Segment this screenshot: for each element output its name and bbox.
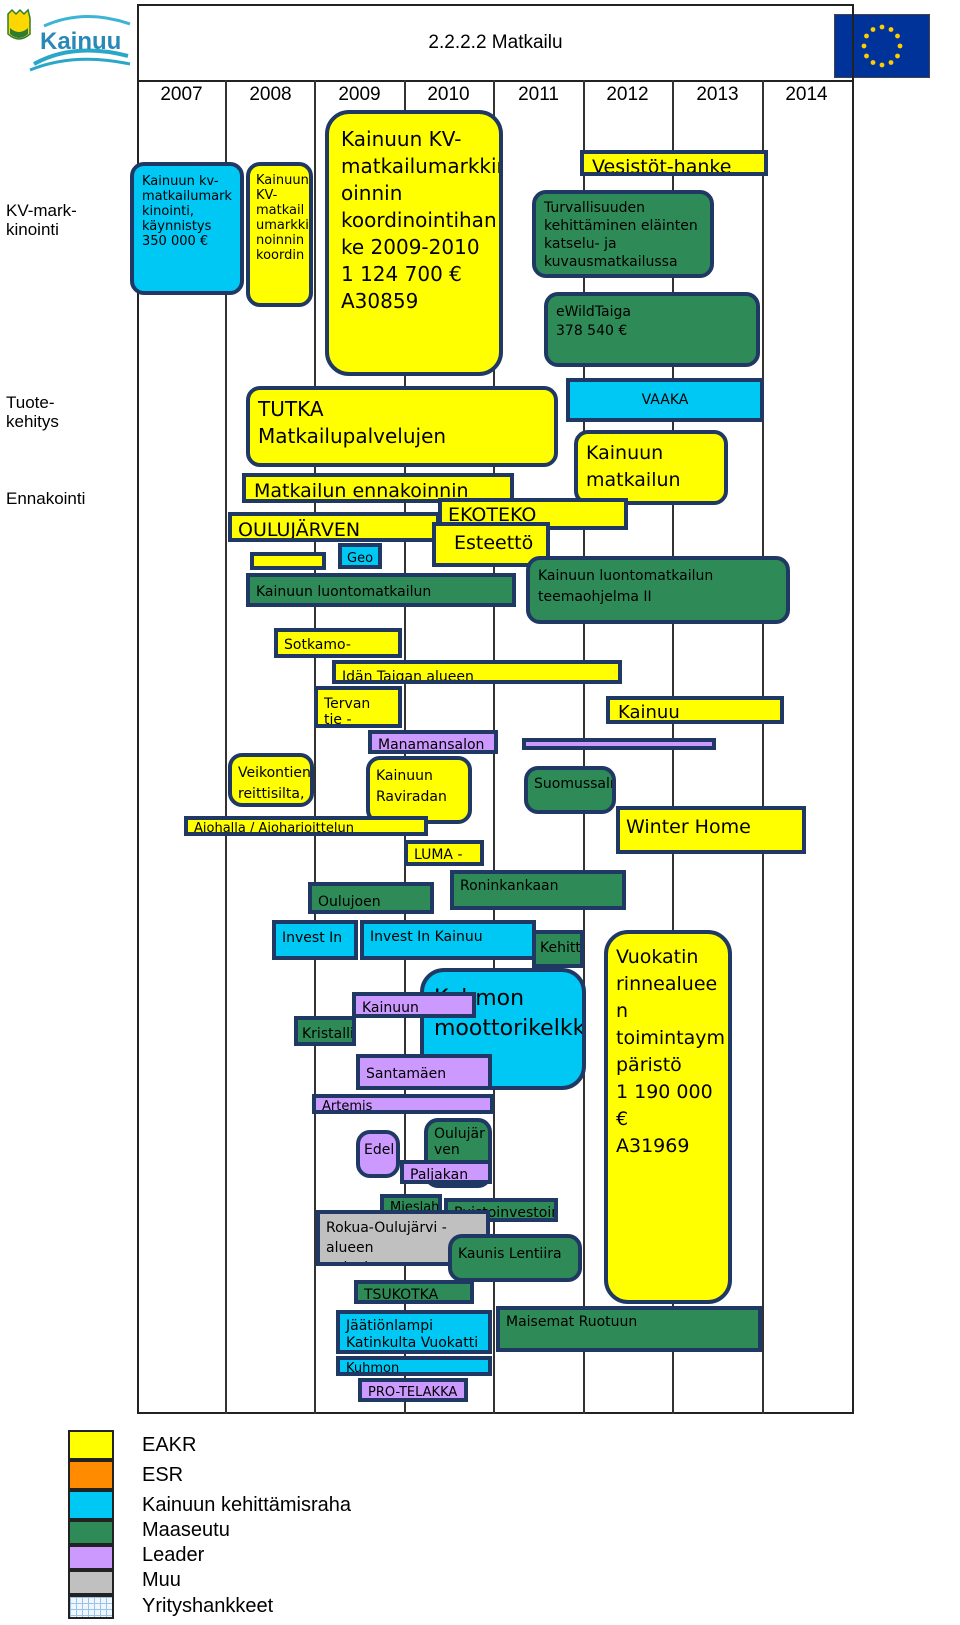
project-bar: Kainuun Raviradan — [366, 756, 472, 824]
page-title: 2.2.2.2 Matkailu — [428, 32, 563, 53]
row-label-ennakointi: Ennakointi — [6, 489, 86, 508]
project-bar: Santamäen — [356, 1054, 492, 1090]
project-bar: Ajohalla / Ajoharjoittelun — [184, 816, 428, 836]
project-bar: Kehitt — [532, 930, 584, 968]
project-bar: eWildTaiga 378 540 € — [544, 292, 760, 367]
project-bar: Sotkamo-Vuokatti — [274, 628, 402, 658]
project-bar: Roninkankaan — [450, 870, 626, 910]
project-bar: VAAKA — [566, 378, 764, 422]
project-bar: Vesistöt-hanke — [580, 150, 768, 176]
project-bar: Kainuu — [606, 696, 784, 724]
project-bar: Kristalli — [294, 1016, 356, 1046]
project-bar: Kainuun kv- matkailumark kinointi, käynn… — [130, 162, 244, 295]
legend-swatch-yrityshankkeet — [68, 1595, 114, 1619]
project-bar: TUTKA Matkailupalvelujen — [246, 386, 558, 467]
legend-label: Maaseutu — [142, 1519, 230, 1541]
legend-swatch-maaseutu — [68, 1520, 114, 1545]
project-bar: Kainuun matkailun — [574, 430, 728, 505]
timeline-frame — [137, 4, 854, 1414]
legend-swatch-eakr — [68, 1430, 114, 1460]
year-label: 2009 — [338, 84, 381, 105]
legend-swatch-kehittamisraha — [68, 1490, 114, 1520]
project-bar: Winter Home — [616, 806, 806, 854]
project-bar: Paljakan — [400, 1160, 492, 1184]
project-bar: Invest In Kainuu — [360, 920, 536, 960]
project-bar: Suomussalm — [524, 766, 616, 814]
project-bar: Artemis — [312, 1094, 494, 1114]
project-bar — [522, 738, 716, 750]
legend-label: ESR — [142, 1464, 184, 1486]
project-bar: Kuhmon Iauhovaaran — [336, 1356, 492, 1376]
legend-label: EAKR — [142, 1434, 197, 1456]
year-divider — [762, 80, 764, 1414]
project-bar: TSUKOTKA — [354, 1280, 474, 1304]
legend-swatch-muu — [68, 1570, 114, 1595]
legend-label: Muu — [142, 1569, 181, 1591]
project-bar: Puistoinvestoin — [444, 1198, 558, 1222]
year-label: 2010 — [427, 84, 470, 105]
project-bar: Kainuun KV- matkailumarkkin oinnin koord… — [325, 110, 503, 376]
year-label: 2012 — [606, 84, 649, 105]
project-bar — [250, 552, 326, 570]
project-bar: PRO-TELAKKA — [358, 1378, 468, 1402]
project-bar: Tervan tie - — [314, 686, 402, 728]
project-bar: Edel — [356, 1130, 400, 1178]
title-cell: 2.2.2.2 Matkailu — [137, 4, 854, 82]
project-bar: Esteettö — [432, 522, 550, 567]
legend-swatch-leader — [68, 1545, 114, 1570]
legend-label: Kainuun kehittämisraha — [142, 1494, 352, 1516]
row-label-tuotekehitys: Tuote- kehitys — [6, 393, 59, 431]
legend-label: Leader — [142, 1544, 205, 1566]
project-bar: Kainuun luontomatkailun — [246, 573, 516, 607]
project-bar: Maisemat Ruotuun — [496, 1306, 762, 1352]
project-bar: Kaunis Lentiira — [448, 1234, 582, 1282]
year-label: 2014 — [785, 84, 828, 105]
project-bar: Jäätiönlampi Katinkulta Vuokatti — [336, 1310, 492, 1354]
logo-text: Kainuu — [40, 28, 122, 55]
project-bar: Kainuun KV- matkail umarkki noinnin koor… — [246, 162, 313, 307]
kainuu-logo: Kainuu — [4, 6, 132, 72]
project-bar: Veikontien reittisilta, — [228, 753, 314, 807]
legend-swatch-esr — [68, 1460, 114, 1490]
row-label-kv-markkinointi: KV-mark- kinointi — [6, 201, 77, 239]
project-bar: Oulujoen — [308, 882, 434, 914]
year-label: 2007 — [160, 84, 203, 105]
project-bar: LUMA - — [404, 840, 484, 866]
legend-label: Yrityshankkeet — [142, 1595, 274, 1617]
project-bar: Vuokatin rinnealuee n toimintaym päristö… — [604, 930, 732, 1304]
year-label: 2011 — [518, 84, 559, 105]
year-divider — [314, 80, 316, 1414]
project-bar: Invest In — [272, 920, 358, 960]
project-bar: Turvallisuuden kehittäminen eläinten kat… — [532, 190, 714, 278]
project-bar: Geo — [338, 543, 382, 569]
project-bar: Idän Taigan alueen matkailuyhteistyön — [332, 660, 622, 684]
project-bar: Kainuun luontomatkailun teemaohjelma II — [526, 556, 790, 624]
eu-flag-icon — [834, 14, 930, 78]
year-label: 2013 — [696, 84, 739, 105]
project-bar: OULUJÄRVEN — [228, 512, 440, 542]
year-label: 2008 — [249, 84, 292, 105]
project-bar: Manamansalon — [368, 730, 498, 754]
project-bar: Kainuun — [352, 992, 476, 1018]
year-divider — [225, 80, 227, 1414]
